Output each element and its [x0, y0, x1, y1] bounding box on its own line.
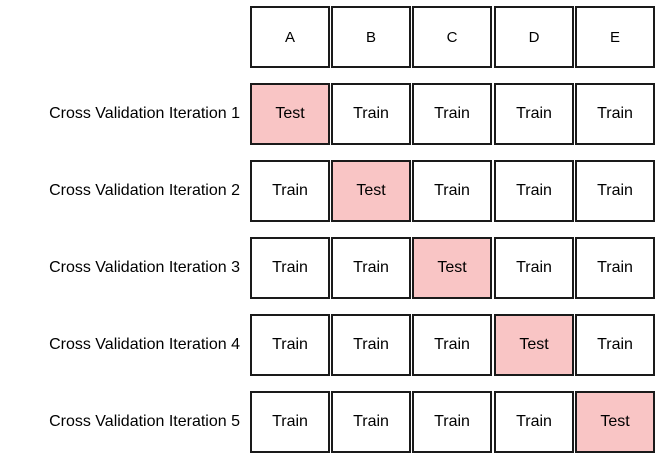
- iteration-row: Cross Validation Iteration 3 Train Train…: [0, 237, 667, 299]
- fold-cell: Train: [331, 314, 411, 376]
- iteration-row: Cross Validation Iteration 4 Train Train…: [0, 314, 667, 376]
- fold-cell: Train: [575, 237, 655, 299]
- fold-cell: Train: [250, 391, 330, 453]
- fold-cell: Train: [494, 83, 574, 145]
- fold-cell: Train: [575, 160, 655, 222]
- fold-cell: Train: [250, 314, 330, 376]
- iteration-label: Cross Validation Iteration 3: [49, 259, 240, 276]
- column-header-a: A: [250, 6, 330, 68]
- fold-cell: Train: [250, 237, 330, 299]
- iteration-label: Cross Validation Iteration 4: [49, 336, 240, 353]
- column-header-b: B: [331, 6, 411, 68]
- column-header-e: E: [575, 6, 655, 68]
- iteration-label: Cross Validation Iteration 5: [49, 413, 240, 430]
- fold-cell: Train: [494, 237, 574, 299]
- iteration-row: Cross Validation Iteration 2 Train Test …: [0, 160, 667, 222]
- fold-cell: Train: [575, 83, 655, 145]
- fold-cell: Train: [250, 160, 330, 222]
- fold-cell: Train: [412, 314, 492, 376]
- fold-cell: Train: [412, 83, 492, 145]
- iteration-label: Cross Validation Iteration 1: [49, 105, 240, 122]
- fold-cell: Test: [412, 237, 492, 299]
- column-header-d: D: [494, 6, 574, 68]
- fold-cell: Train: [494, 160, 574, 222]
- fold-cell: Test: [331, 160, 411, 222]
- iteration-row: Cross Validation Iteration 1 Test Train …: [0, 83, 667, 145]
- iteration-label: Cross Validation Iteration 2: [49, 182, 240, 199]
- fold-cell: Train: [575, 314, 655, 376]
- fold-cell: Train: [331, 237, 411, 299]
- fold-cell: Train: [331, 391, 411, 453]
- iteration-row: Cross Validation Iteration 5 Train Train…: [0, 391, 667, 453]
- fold-cell: Test: [494, 314, 574, 376]
- fold-cell: Test: [575, 391, 655, 453]
- fold-cell: Train: [331, 83, 411, 145]
- fold-cell: Train: [412, 391, 492, 453]
- column-header-c: C: [412, 6, 492, 68]
- header-row: A B C D E: [0, 6, 667, 68]
- fold-cell: Test: [250, 83, 330, 145]
- fold-cell: Train: [494, 391, 574, 453]
- fold-cell: Train: [412, 160, 492, 222]
